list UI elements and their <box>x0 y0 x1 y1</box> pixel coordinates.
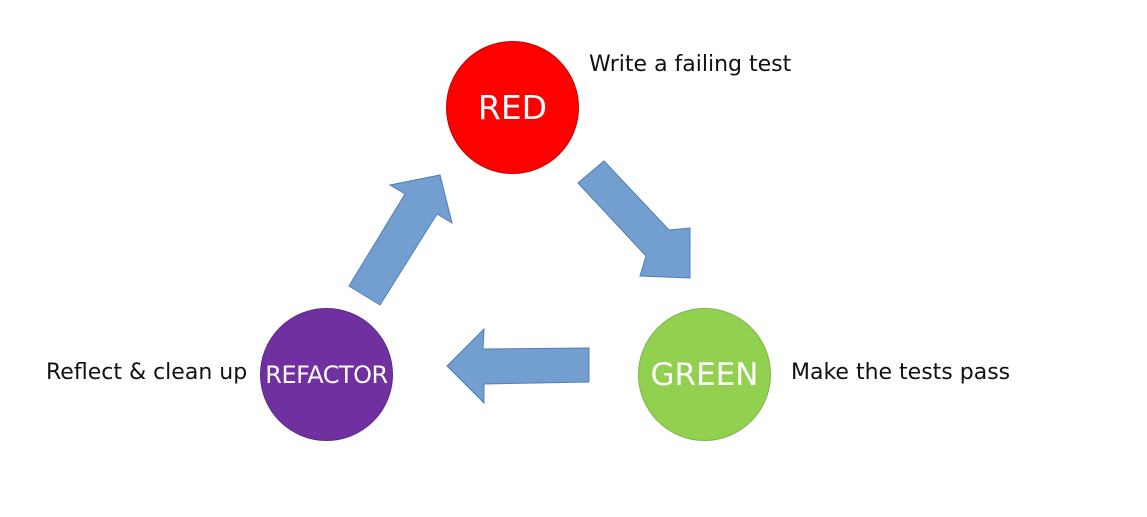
refactor-caption: Reflect & clean up <box>46 360 248 385</box>
green-caption: Make the tests pass <box>791 360 1011 385</box>
refactor-node: REFACTOR <box>260 308 393 441</box>
red-node-label: RED <box>477 88 548 127</box>
red-caption: Write a failing test <box>589 52 792 77</box>
red-node: RED <box>446 41 579 174</box>
arrow-red-to-green <box>577 160 691 279</box>
arrow-refactor-to-red <box>348 174 453 306</box>
green-node-label: GREEN <box>650 356 759 393</box>
refactor-node-label: REFACTOR <box>265 360 388 389</box>
green-node: GREEN <box>638 308 771 441</box>
arrow-green-to-refactor <box>446 327 590 405</box>
